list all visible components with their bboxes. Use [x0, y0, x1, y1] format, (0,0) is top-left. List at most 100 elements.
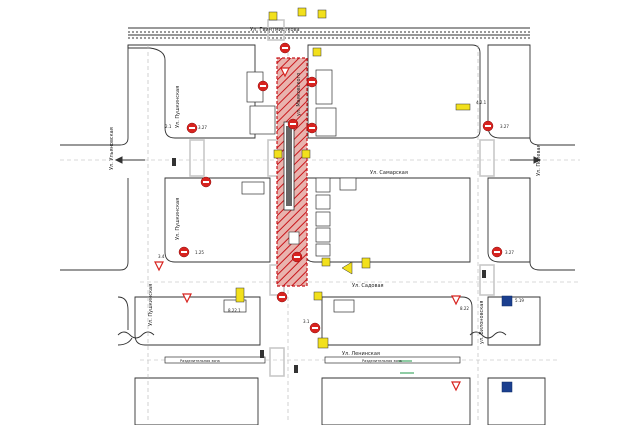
no-entry-sign-icon: [279, 42, 291, 54]
block-lower-center: [321, 296, 473, 346]
yield-sign-icon: [451, 381, 461, 392]
yield-sign-icon: [154, 261, 164, 272]
work-zone: [276, 57, 308, 287]
sign-number-labels: 3.27 2.1 3.27 3.4 1.25 8.22.1 3.1 5.19 8…: [158, 100, 524, 324]
road-works-sign-icon: [235, 287, 245, 303]
block-top-center: [307, 44, 481, 139]
median-right: [324, 356, 461, 364]
block-bottom-right: [487, 377, 546, 425]
no-entry-sign-icon: [306, 76, 318, 88]
sign-number-label: 3.27: [500, 124, 509, 129]
block-bottom-left: [134, 377, 259, 425]
no-entry-sign-icon: [491, 246, 503, 258]
road-works-sign-icon: [317, 337, 329, 349]
yield-sign-icon: [280, 67, 290, 78]
road-works-sign-icon: [268, 11, 278, 21]
building: [223, 299, 247, 313]
no-entry-sign-icon: [309, 322, 321, 334]
traffic-light-icon: [260, 350, 264, 358]
crosswalk: [269, 347, 285, 377]
building: [241, 181, 265, 195]
no-entry-sign-icon: [287, 118, 299, 130]
street-label-samarskaya: Ул. Самарская: [370, 170, 408, 176]
yield-sign-icon: [451, 295, 461, 306]
road-works-sign-icon: [317, 9, 327, 19]
block-top-right: [487, 44, 531, 139]
medians: [164, 356, 461, 364]
building: [315, 243, 331, 257]
no-entry-sign-icon: [178, 246, 190, 258]
no-entry-sign-icon: [482, 120, 494, 132]
road-works-sign-icon: [273, 149, 283, 159]
building: [315, 211, 331, 227]
crosswalk: [479, 264, 495, 296]
street-label-polevaya: Ул. Полевая: [536, 144, 542, 176]
traffic-light-icon: [294, 365, 298, 373]
no-entry-sign-icon: [306, 122, 318, 134]
no-entry-sign-icon: [186, 122, 198, 134]
work-equipment-icon: [288, 231, 300, 245]
building: [315, 107, 337, 137]
building: [315, 194, 331, 210]
sign-number-label: 3.4: [158, 254, 165, 259]
traffic-light-icon: [482, 270, 486, 278]
no-entry-sign-icon: [200, 176, 212, 188]
road-works-sign-icon: [313, 291, 323, 301]
signs: [154, 7, 513, 393]
sign-number-label: 3.27: [198, 125, 207, 130]
building: [315, 177, 331, 193]
building: [339, 177, 357, 191]
crosswalk: [189, 139, 205, 177]
direction-arrows: [114, 156, 542, 374]
building: [333, 299, 355, 313]
buildings: [223, 69, 357, 313]
street-label-mayakovsky: ул. Маяковского: [296, 73, 302, 116]
sign-number-label: 3.27: [505, 250, 514, 255]
city-blocks: [127, 44, 546, 425]
sign-number-label: 5.19: [515, 298, 524, 303]
railway-band: [128, 27, 530, 39]
sign-number-label: 3.1: [303, 319, 310, 324]
street-label-pushkinskaya-2: Ул. Пушкинская: [175, 198, 181, 240]
crosswalk: [479, 139, 495, 177]
median-label: Разделительная зона: [180, 359, 220, 363]
street-label-pushkinskaya-1: Ул. Пушкинская: [175, 86, 181, 128]
street-label-gagarin: Ул. Гвинтмисткова: [250, 27, 300, 33]
sign-number-label: 2.1: [165, 124, 172, 129]
building: [315, 227, 331, 243]
info-sign-icon: [501, 381, 513, 393]
no-entry-sign-icon: [291, 251, 303, 263]
road-works-sign-icon: [341, 261, 353, 275]
street-label-leninskaya: Ул. Ленинская: [342, 351, 380, 357]
direction-arrow-icon: [114, 156, 145, 164]
street-label-ulyanovskaya: Ул. Ульяновская: [109, 127, 115, 170]
road-works-sign-icon: [301, 149, 311, 159]
street-label-sadovaya: Ул. Садовая: [352, 283, 384, 289]
road-works-sign-icon: [361, 257, 371, 269]
building: [315, 69, 333, 105]
outer-curbs: [60, 45, 575, 346]
block-lower-right: [487, 296, 541, 346]
no-entry-sign-icon: [257, 80, 269, 92]
street-labels: Ул. Гвинтмисткова ул. Маяковского Ул. Са…: [109, 27, 542, 363]
road-works-sign-icon: [455, 103, 471, 111]
traffic-light-icon: [172, 158, 176, 166]
block-bottom-center: [321, 377, 471, 425]
road-works-sign-icon: [321, 257, 331, 267]
sign-number-label: 4.2.1: [476, 100, 487, 105]
yield-sign-icon: [182, 293, 192, 304]
road-works-sign-icon: [297, 7, 307, 17]
road-works-sign-icon: [312, 47, 322, 57]
block-mid-left: [164, 177, 271, 263]
street-label-pushkinskaya-3: Ул. Пушкинская: [148, 284, 154, 326]
building: [249, 105, 276, 135]
sign-number-label: 8.22.1: [228, 308, 241, 313]
sign-number-label: 8.22: [460, 306, 469, 311]
median-left: [164, 356, 266, 364]
block-top-left: [127, 44, 256, 139]
sign-number-label: 1.25: [195, 250, 204, 255]
street-label-vilonovskaya: ул. Вилоновская: [479, 301, 485, 344]
no-entry-sign-icon: [276, 291, 288, 303]
direction-arrow-icon: [510, 156, 542, 164]
